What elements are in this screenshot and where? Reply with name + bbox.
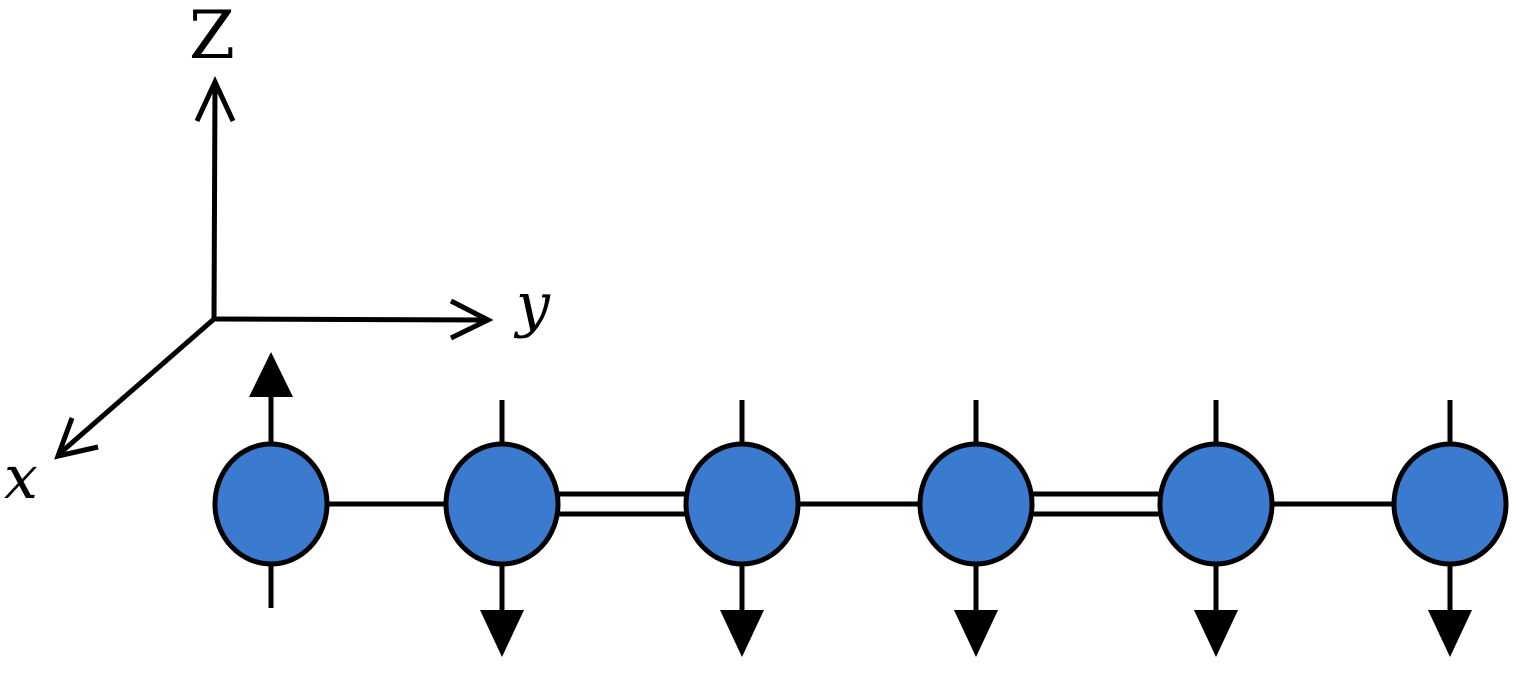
y-axis [213, 316, 489, 323]
spin-down-arrow [954, 400, 998, 657]
spin-down-arrow [1194, 400, 1238, 657]
spin-down-arrow [720, 400, 764, 657]
spin-down-arrow [1428, 400, 1472, 657]
arrowhead-down [1428, 610, 1472, 657]
arrowhead-down [720, 610, 764, 657]
coordinate-axes [54, 76, 494, 460]
spin-down-arrow [480, 400, 524, 657]
z-axis [211, 83, 218, 321]
site-node [683, 441, 801, 567]
x-axis-label: x [4, 443, 38, 513]
site-node [1157, 441, 1275, 567]
spin-up-arrow [249, 352, 293, 608]
x-axis-arrowhead [54, 417, 99, 460]
y-axis-arrowhead [449, 298, 494, 341]
bond-double [1030, 491, 1162, 517]
bond-double [556, 491, 688, 517]
bonds-layer [325, 491, 1396, 517]
site-node [212, 441, 330, 567]
site-node [443, 441, 561, 567]
arrowhead-down [954, 610, 998, 657]
arrowhead-down [1194, 610, 1238, 657]
arrowhead-down [480, 610, 524, 657]
z-axis-label: Z [189, 0, 235, 74]
x-axis [56, 317, 216, 457]
site-node [1391, 441, 1509, 567]
site-node [917, 441, 1035, 567]
y-axis-label: y [513, 270, 551, 340]
spins-layer [249, 352, 1472, 657]
z-axis-arrowhead [194, 76, 236, 123]
arrowhead-up [249, 352, 293, 397]
nodes-layer [212, 441, 1509, 567]
